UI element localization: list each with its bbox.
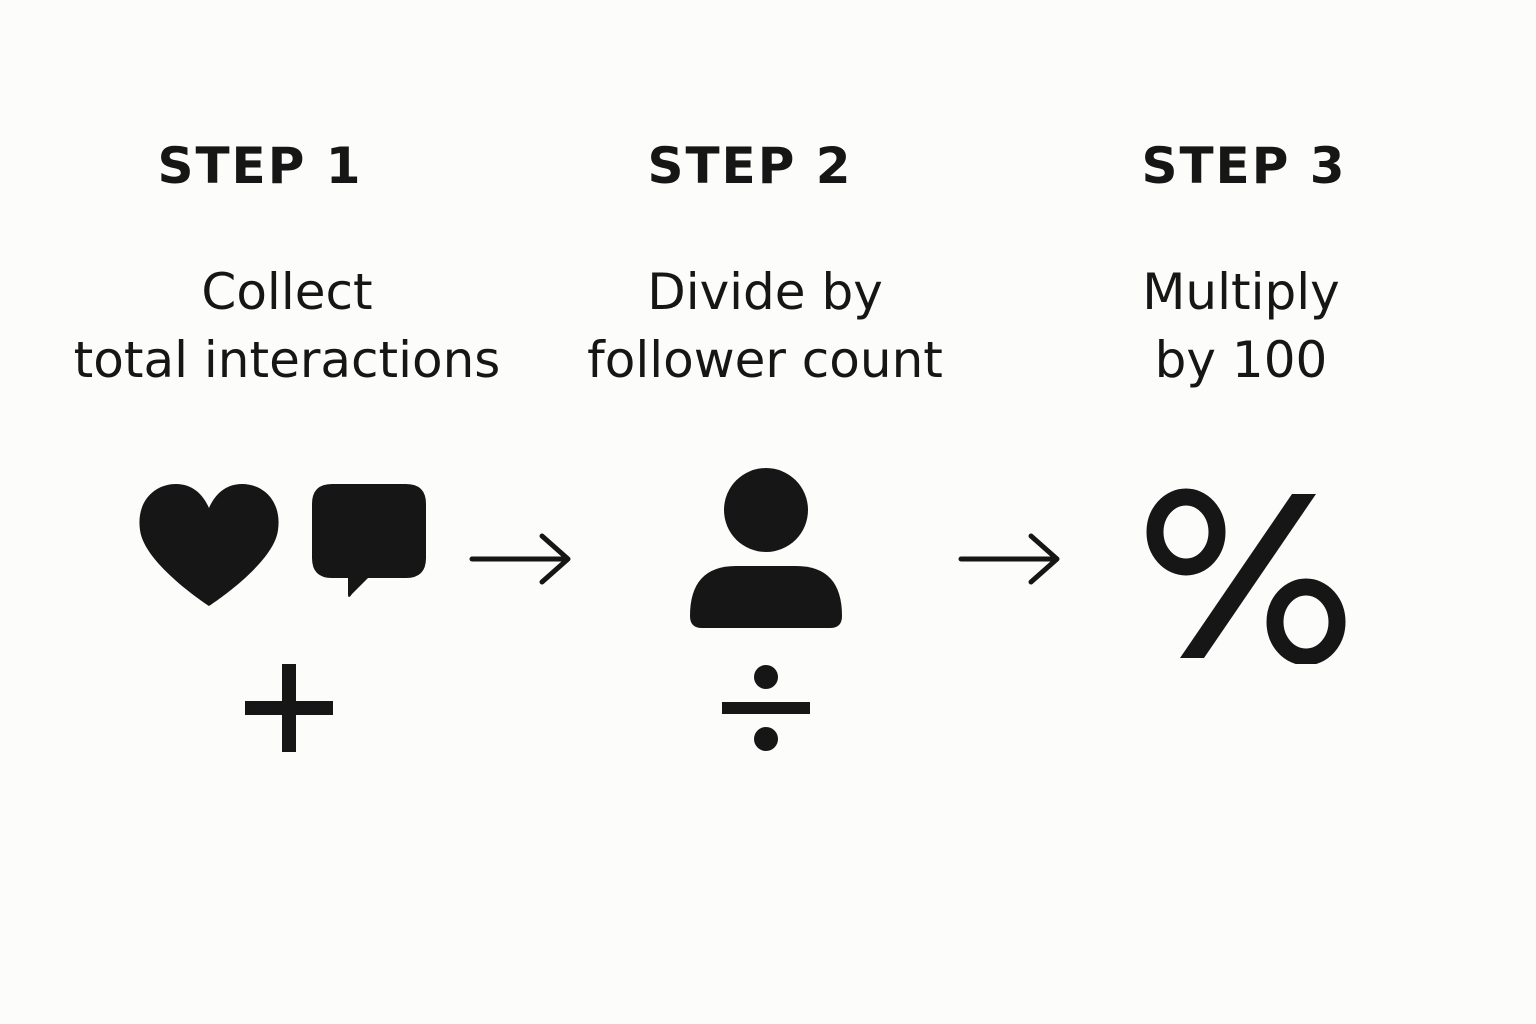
speech-bubble-icon — [312, 484, 426, 597]
percent-icon — [1146, 488, 1346, 664]
heart-icon — [139, 484, 279, 606]
person-icon — [690, 468, 842, 628]
plus-icon — [245, 664, 333, 752]
step-3-title: STEP 3 — [1141, 137, 1347, 195]
step-3-description-line-1: Multiply — [1142, 263, 1340, 321]
step-1-description: Collect total interactions — [27, 258, 547, 394]
step-3-description-line-2: by 100 — [1154, 331, 1328, 389]
arrow-right-icon — [958, 533, 1060, 585]
step-1-description-line-2: total interactions — [73, 331, 501, 389]
step-1-title: STEP 1 — [157, 137, 363, 195]
step-2-description-line-1: Divide by — [647, 263, 883, 321]
step-2-description: Divide by follower count — [505, 258, 1025, 394]
step-3-description: Multiply by 100 — [981, 258, 1501, 394]
arrow-right-icon — [469, 533, 571, 585]
divide-icon — [722, 665, 810, 751]
step-2-description-line-2: follower count — [587, 331, 943, 389]
step-2-title: STEP 2 — [647, 137, 853, 195]
step-1-description-line-1: Collect — [201, 263, 373, 321]
